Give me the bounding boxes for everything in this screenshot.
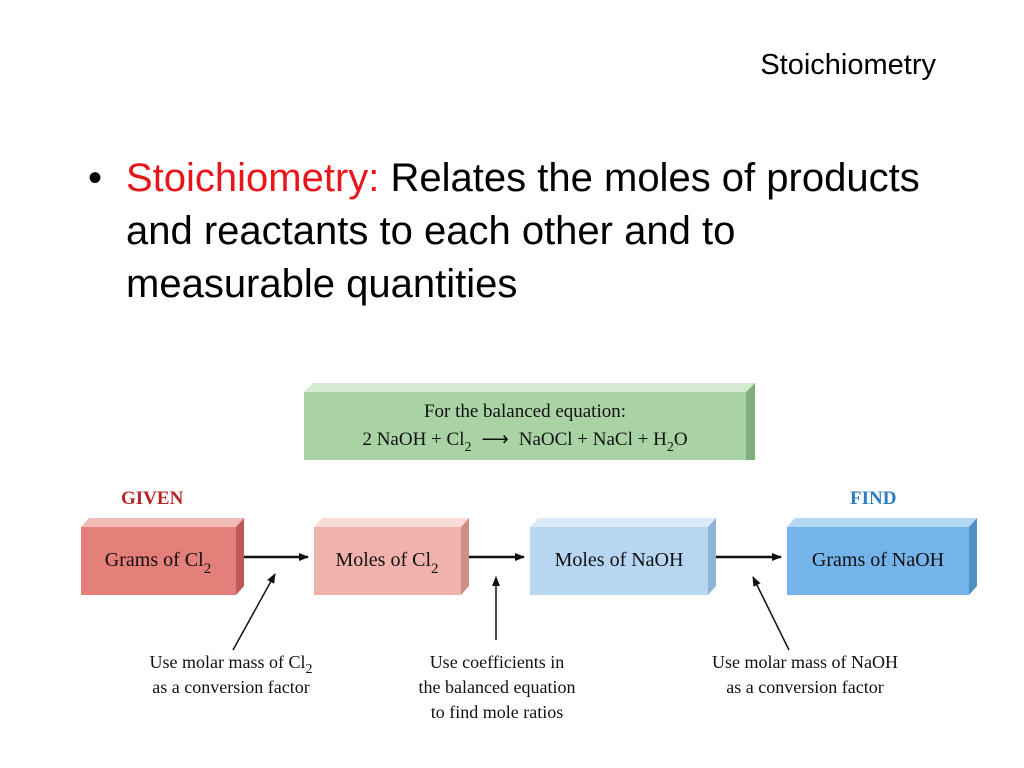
equation-panel-bevel-top	[304, 383, 755, 392]
equation-products: NaOCl + NaCl + H	[519, 429, 667, 450]
note-molar-mass-cl2-line1: Use molar mass of Cl2	[150, 652, 313, 677]
box-moles-naoh-face	[530, 527, 708, 595]
bullet-text: Stoichiometry: Relates the moles of prod…	[126, 152, 946, 311]
pointer-arrow-1	[232, 573, 276, 651]
box-moles-cl2-sub: 2	[431, 561, 439, 577]
note-1-line1-text: Use molar mass of Cl	[150, 652, 306, 672]
box-grams-naoh-face	[787, 527, 969, 595]
box-moles-naoh-label: Moles of NaOH	[555, 549, 684, 571]
note-molar-mass-naoh-line1: Use molar mass of NaOH	[712, 652, 898, 672]
box-moles-cl2: Moles of Cl2	[314, 518, 469, 595]
equation-panel-bevel-side	[746, 383, 755, 460]
equation-panel-face	[304, 392, 746, 460]
equation-arrow: ⟶	[481, 429, 508, 450]
equation-sub-cl2: 2	[464, 440, 471, 455]
balanced-equation: 2 NaOH + Cl2⟶NaOCl + NaCl + H2O	[362, 429, 687, 455]
note-molar-mass-cl2-line2: as a conversion factor	[152, 677, 309, 697]
box-grams-cl2-bevel-side	[236, 518, 244, 595]
bullet-definition: Relates the moles of products and reacta…	[126, 156, 920, 306]
box-grams-naoh-bevel-top	[787, 518, 977, 527]
box-grams-naoh-label: Grams of NaOH	[812, 549, 944, 571]
note-coefficients-line3: to find mole ratios	[431, 702, 563, 722]
box-moles-cl2-text: Moles of Cl	[335, 549, 431, 571]
slide-title: Stoichiometry	[760, 49, 936, 81]
box-grams-cl2: Grams of Cl2	[81, 518, 244, 595]
box-moles-naoh-bevel-side	[708, 518, 716, 595]
equation-caption: For the balanced equation:	[424, 401, 626, 422]
box-moles-naoh: Moles of NaOH	[530, 518, 716, 595]
box-grams-cl2-label: Grams of Cl2	[105, 549, 211, 577]
pointer-arrow-3	[752, 576, 790, 651]
find-label: FIND	[850, 488, 896, 509]
note-1-line1-sub: 2	[305, 662, 312, 677]
note-coefficients-line2: the balanced equation	[419, 677, 576, 697]
box-moles-cl2-bevel-side	[461, 518, 469, 595]
equation-sub-h2o: 2	[667, 440, 674, 455]
note-coefficients-line1: Use coefficients in	[430, 652, 565, 672]
box-moles-cl2-face	[314, 527, 461, 595]
bullet-term: Stoichiometry:	[126, 156, 380, 200]
note-molar-mass-naoh-line2: as a conversion factor	[726, 677, 883, 697]
equation-reactants: 2 NaOH + Cl	[362, 429, 464, 450]
box-moles-cl2-label: Moles of Cl2	[335, 549, 438, 577]
equation-products-end: O	[674, 429, 688, 450]
box-grams-cl2-text: Grams of Cl	[105, 549, 204, 571]
box-moles-naoh-bevel-top	[530, 518, 716, 527]
box-moles-cl2-bevel-top	[314, 518, 469, 527]
equation-panel: For the balanced equation: 2 NaOH + Cl2⟶…	[304, 383, 755, 460]
bullet-dot: •	[88, 156, 103, 200]
box-grams-naoh-bevel-side	[969, 518, 977, 595]
box-grams-naoh: Grams of NaOH	[787, 518, 977, 595]
box-grams-cl2-face	[81, 527, 236, 595]
box-grams-cl2-bevel-top	[81, 518, 244, 527]
given-label: GIVEN	[121, 488, 184, 509]
box-grams-cl2-sub: 2	[204, 561, 212, 577]
